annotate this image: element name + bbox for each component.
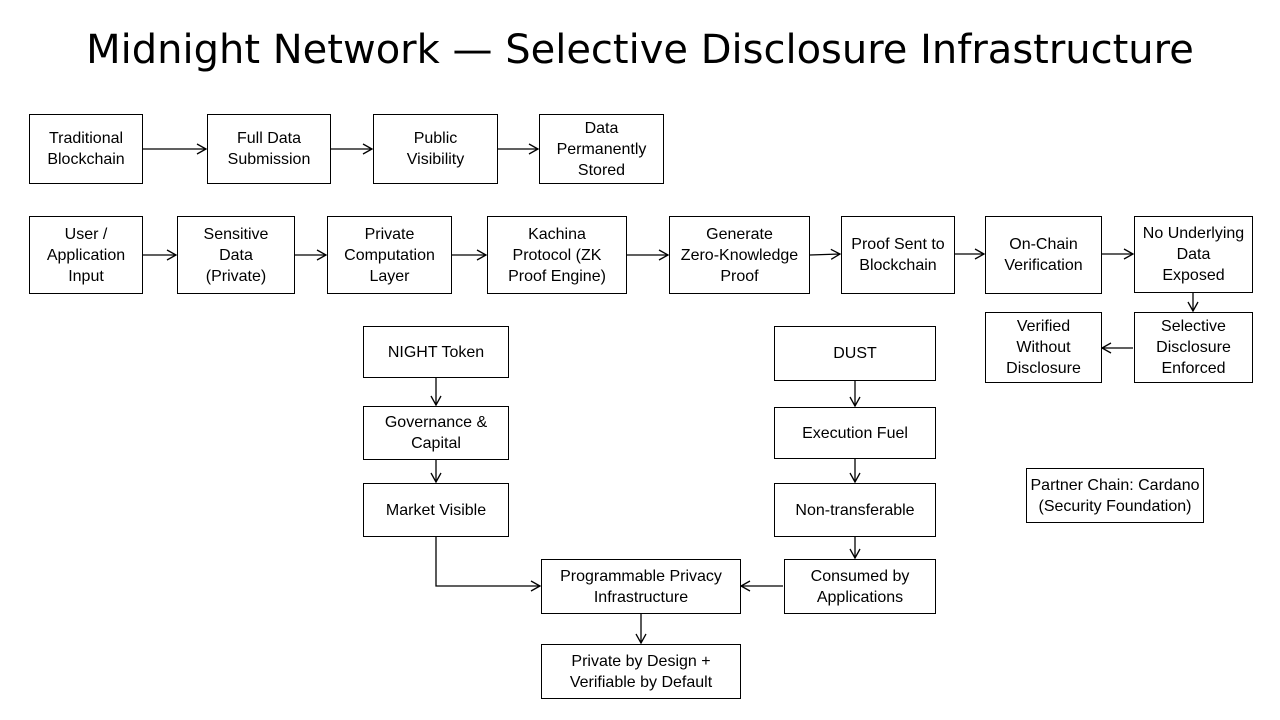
edge-generate-to-proof-sent — [809, 248, 842, 260]
edge-market-to-programmable — [435, 537, 542, 592]
node-generate-zk-proof: Generate Zero-Knowledge Proof — [669, 216, 810, 294]
node-dust: DUST — [774, 326, 936, 381]
node-private-by-design: Private by Design + Verifiable by Defaul… — [541, 644, 741, 699]
partner-chain-note: Partner Chain: Cardano (Security Foundat… — [1026, 468, 1204, 523]
node-governance-capital: Governance & Capital — [363, 406, 509, 460]
node-consumed-by-applications: Consumed by Applications — [784, 559, 936, 614]
node-sensitive-data: Sensitive Data (Private) — [177, 216, 295, 294]
node-execution-fuel: Execution Fuel — [774, 407, 936, 459]
node-data-permanently-stored: Data Permanently Stored — [539, 114, 664, 184]
node-on-chain-verification: On-Chain Verification — [985, 216, 1102, 294]
node-kachina-protocol: Kachina Protocol (ZK Proof Engine) — [487, 216, 627, 294]
node-private-computation-layer: Private Computation Layer — [327, 216, 452, 294]
node-programmable-privacy-infrastructure: Programmable Privacy Infrastructure — [541, 559, 741, 614]
node-user-application-input: User / Application Input — [29, 216, 143, 294]
node-full-data-submission: Full Data Submission — [207, 114, 331, 184]
diagram-title: Midnight Network — Selective Disclosure … — [86, 27, 1194, 73]
node-non-transferable: Non-transferable — [774, 483, 936, 537]
node-night-token: NIGHT Token — [363, 326, 509, 378]
node-public-visibility: Public Visibility — [373, 114, 498, 184]
node-selective-disclosure-enforced: Selective Disclosure Enforced — [1134, 312, 1253, 383]
node-proof-sent-to-blockchain: Proof Sent to Blockchain — [841, 216, 955, 294]
node-verified-without-disclosure: Verified Without Disclosure — [985, 312, 1102, 383]
node-traditional-blockchain: Traditional Blockchain — [29, 114, 143, 184]
node-no-underlying-data-exposed: No Underlying Data Exposed — [1134, 216, 1253, 293]
node-market-visible: Market Visible — [363, 483, 509, 537]
